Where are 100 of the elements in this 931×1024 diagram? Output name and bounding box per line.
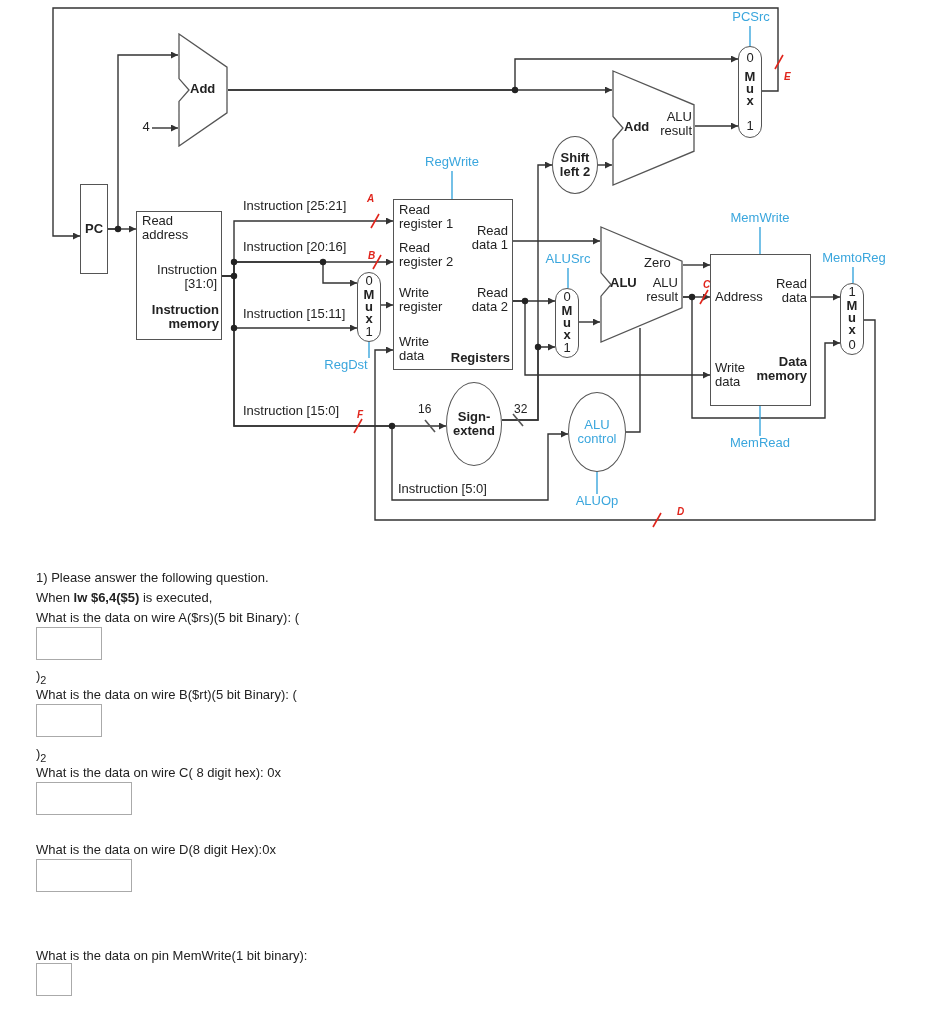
unit-label: 0 — [745, 51, 755, 65]
unit-label: PC — [83, 222, 105, 236]
unit-label: 1 — [562, 341, 572, 355]
wire-arrow — [512, 300, 711, 379]
question-text: What is the data on wire B($rt)(5 bit Binary): ( — [36, 687, 297, 702]
wire-label: Instruction [20:16] — [243, 240, 347, 254]
unit-label: Shift left 2 — [558, 151, 592, 179]
unit-label: Instruction [31:0] — [156, 263, 217, 291]
bit-width-label: 16 — [418, 403, 432, 415]
wire-label: Instruction [5:0] — [398, 482, 487, 496]
unit-label: Read data — [774, 277, 807, 305]
control-signal-label: ALUSrc — [540, 252, 596, 268]
unit-label: Registers — [449, 351, 510, 365]
wire-arrow — [597, 161, 613, 169]
question-text: What is the data on wire D(8 digit Hex):0x — [36, 842, 276, 857]
alu-shape — [600, 226, 683, 343]
wire-letter: A — [367, 194, 375, 204]
unit-label: Write data — [715, 361, 747, 389]
wire-arrow — [380, 301, 394, 309]
wire-arrow — [694, 122, 739, 130]
register-file-box — [393, 199, 513, 370]
multiplexer-shape — [840, 283, 864, 355]
question-text: What is the data on pin MemWrite(1 bit binary): — [36, 948, 308, 963]
control-signal-label: ALUOp — [568, 494, 626, 510]
mux-label: Mux — [846, 300, 858, 336]
multiplexer-shape — [555, 288, 579, 358]
control-line — [852, 266, 854, 284]
wire-arrow — [501, 343, 556, 421]
unit-label: Instruction memory — [150, 303, 219, 331]
unit-label: ALU result — [659, 110, 692, 138]
control-line — [567, 267, 569, 289]
adder-shape — [178, 33, 228, 147]
mux-label: Mux — [561, 305, 573, 341]
control-signal-label: MemRead — [725, 436, 795, 452]
unit-label: Add — [624, 120, 651, 134]
unit-label: 0 — [847, 338, 857, 352]
question-text: 1) Please answer the following question. — [36, 570, 269, 585]
question-text: When lw $6,4($5) is executed, — [36, 590, 213, 605]
mux-label: Mux — [363, 289, 375, 325]
unit-label: 1 — [847, 285, 857, 299]
unit-suffix: )$_{2}$ — [36, 746, 47, 766]
wire-arrow — [374, 319, 876, 521]
multiplexer-shape — [357, 272, 381, 342]
memory-box — [710, 254, 811, 406]
unit-label: 0 — [364, 274, 374, 288]
unit-label: Read data 1 — [470, 224, 508, 252]
wire-letter: E — [784, 72, 791, 82]
unit-label: ALU control — [576, 418, 618, 446]
constant-label: 4 — [140, 120, 152, 136]
unit-label: Sign-extend — [452, 410, 496, 438]
control-signal-label: RegWrite — [418, 155, 486, 171]
wire-arrow — [512, 237, 601, 245]
control-line — [451, 170, 453, 200]
control-signal-label: MemWrite — [725, 211, 795, 227]
unit-suffix: )$_{2}$ — [36, 668, 47, 688]
unit-label: 1 — [745, 119, 755, 133]
unit-label: 1 — [364, 325, 374, 339]
unit-label: Write register — [399, 286, 444, 314]
unit-label: ALU — [610, 276, 638, 290]
wire-arrow — [578, 318, 601, 326]
control-line — [759, 226, 761, 255]
wire-label: Instruction [15:0] — [243, 404, 340, 418]
wire-arrow — [52, 7, 779, 240]
wire-arrow — [151, 124, 179, 132]
unit-label: Address — [715, 290, 764, 304]
unit-label: Add — [190, 82, 217, 96]
wire-arrow — [682, 296, 841, 419]
question-text: What is the data on wire C( 8 digit hex): 0x — [36, 765, 281, 780]
mux-label: Mux — [744, 71, 756, 107]
memory-box — [136, 211, 222, 340]
control-line — [368, 341, 370, 359]
register-box — [80, 184, 108, 274]
wire-letter: B — [368, 251, 376, 261]
unit-label: Read data 2 — [470, 286, 508, 314]
unit-label: Read register 1 — [399, 203, 455, 231]
unit-label: ALU result — [645, 276, 678, 304]
unit-label: Zero — [644, 256, 672, 270]
wire-letter: C — [703, 280, 711, 290]
control-signal-label: PCSrc — [726, 10, 776, 26]
wire-letter: D — [677, 507, 685, 517]
wire-arrow — [227, 86, 613, 94]
multiplexer-shape — [738, 46, 762, 138]
wire-arrow — [810, 293, 841, 301]
unit-label: Read register 2 — [399, 241, 455, 269]
control-signal-label: RegDst — [318, 358, 374, 374]
control-line — [759, 405, 761, 437]
wire-arrow — [107, 51, 179, 230]
wire-letter: F — [357, 410, 364, 420]
unit-label: 0 — [562, 290, 572, 304]
unit-label: Data memory — [755, 355, 807, 383]
unit-label: Write data — [399, 335, 431, 363]
wire-arrow — [682, 261, 711, 269]
control-line — [596, 471, 598, 495]
wire-label: Instruction [15:11] — [243, 307, 346, 321]
wire-label: Instruction [25:21] — [243, 199, 347, 213]
unit-label: Read address — [142, 214, 190, 242]
shifter-ellipse — [552, 136, 598, 194]
control-line — [749, 25, 751, 47]
question-text: What is the data on wire A($rs)(5 bit Binary): ( — [36, 610, 299, 625]
bit-width-label: 32 — [514, 403, 528, 415]
